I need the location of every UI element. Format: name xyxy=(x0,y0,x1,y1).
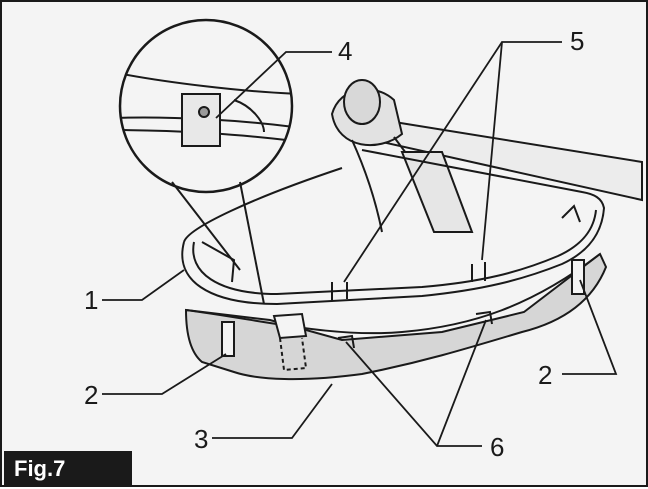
callout-2-right: 2 xyxy=(538,360,552,390)
trimmer-shaft xyxy=(330,79,643,233)
callout-6: 6 xyxy=(490,432,504,462)
detail-magnifier xyxy=(118,18,294,305)
callout-3: 3 xyxy=(194,424,208,454)
guard-cover xyxy=(184,252,608,381)
callout-4: 4 xyxy=(338,36,352,66)
leader-lines xyxy=(102,41,618,447)
callout-1: 1 xyxy=(84,285,98,315)
leader-1 xyxy=(102,269,185,301)
figure-label: Fig.7 xyxy=(4,451,132,487)
leader-6b xyxy=(436,319,487,447)
leader-2-right xyxy=(562,279,618,375)
callout-5: 5 xyxy=(570,26,584,56)
leader-4 xyxy=(215,51,332,119)
callout-2-left: 2 xyxy=(84,380,98,410)
leader-2-left xyxy=(102,353,227,395)
leader-5b xyxy=(481,41,503,261)
guard-body xyxy=(181,149,606,306)
leader-3 xyxy=(212,383,333,439)
